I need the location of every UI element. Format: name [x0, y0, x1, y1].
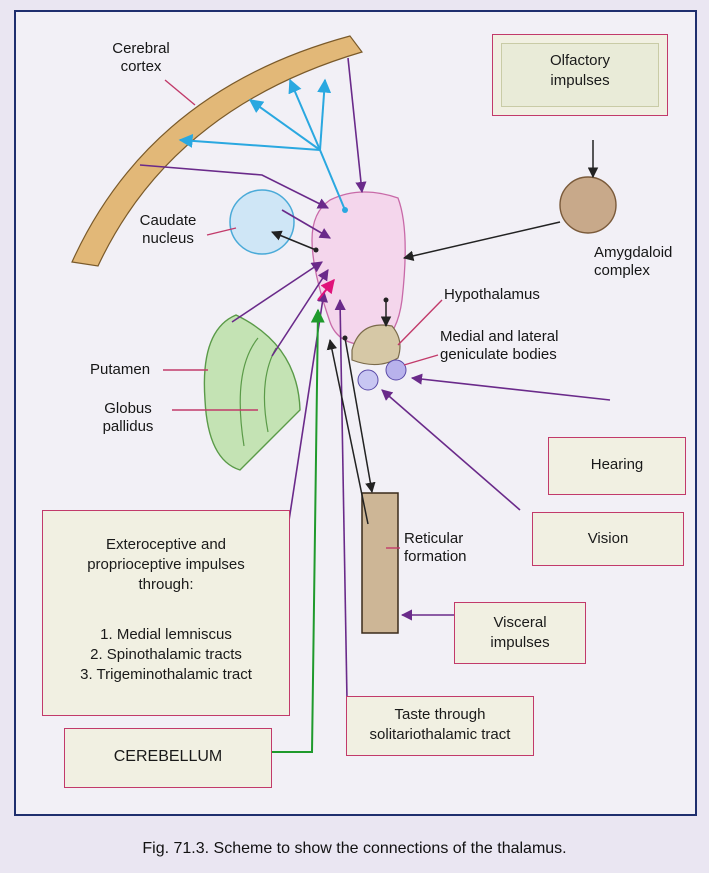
cerebellum-text: CEREBELLUM	[65, 747, 271, 767]
label-hypothalamus: Hypothalamus	[444, 286, 540, 304]
figure-caption: Fig. 71.3. Scheme to show the connection…	[0, 840, 709, 858]
hearing-box: Hearing	[548, 437, 686, 495]
cerebellum-box: CEREBELLUM	[64, 728, 272, 788]
label-putamen: Putamen	[90, 361, 150, 379]
extero-item-1: 1. Medial lemniscus	[43, 625, 289, 645]
exteroceptive-list: 1. Medial lemniscus 2. Spinothalamic tra…	[43, 625, 289, 685]
vision-text: Vision	[533, 529, 683, 549]
vision-box: Vision	[532, 512, 684, 566]
exteroceptive-box: Exteroceptive and proprioceptive impulse…	[42, 510, 290, 716]
exteroceptive-heading: Exteroceptive and proprioceptive impulse…	[43, 535, 289, 595]
extero-item-3: 3. Trigeminothalamic tract	[43, 665, 289, 685]
hearing-text: Hearing	[549, 455, 685, 475]
extero-item-2: 2. Spinothalamic tracts	[43, 645, 289, 665]
